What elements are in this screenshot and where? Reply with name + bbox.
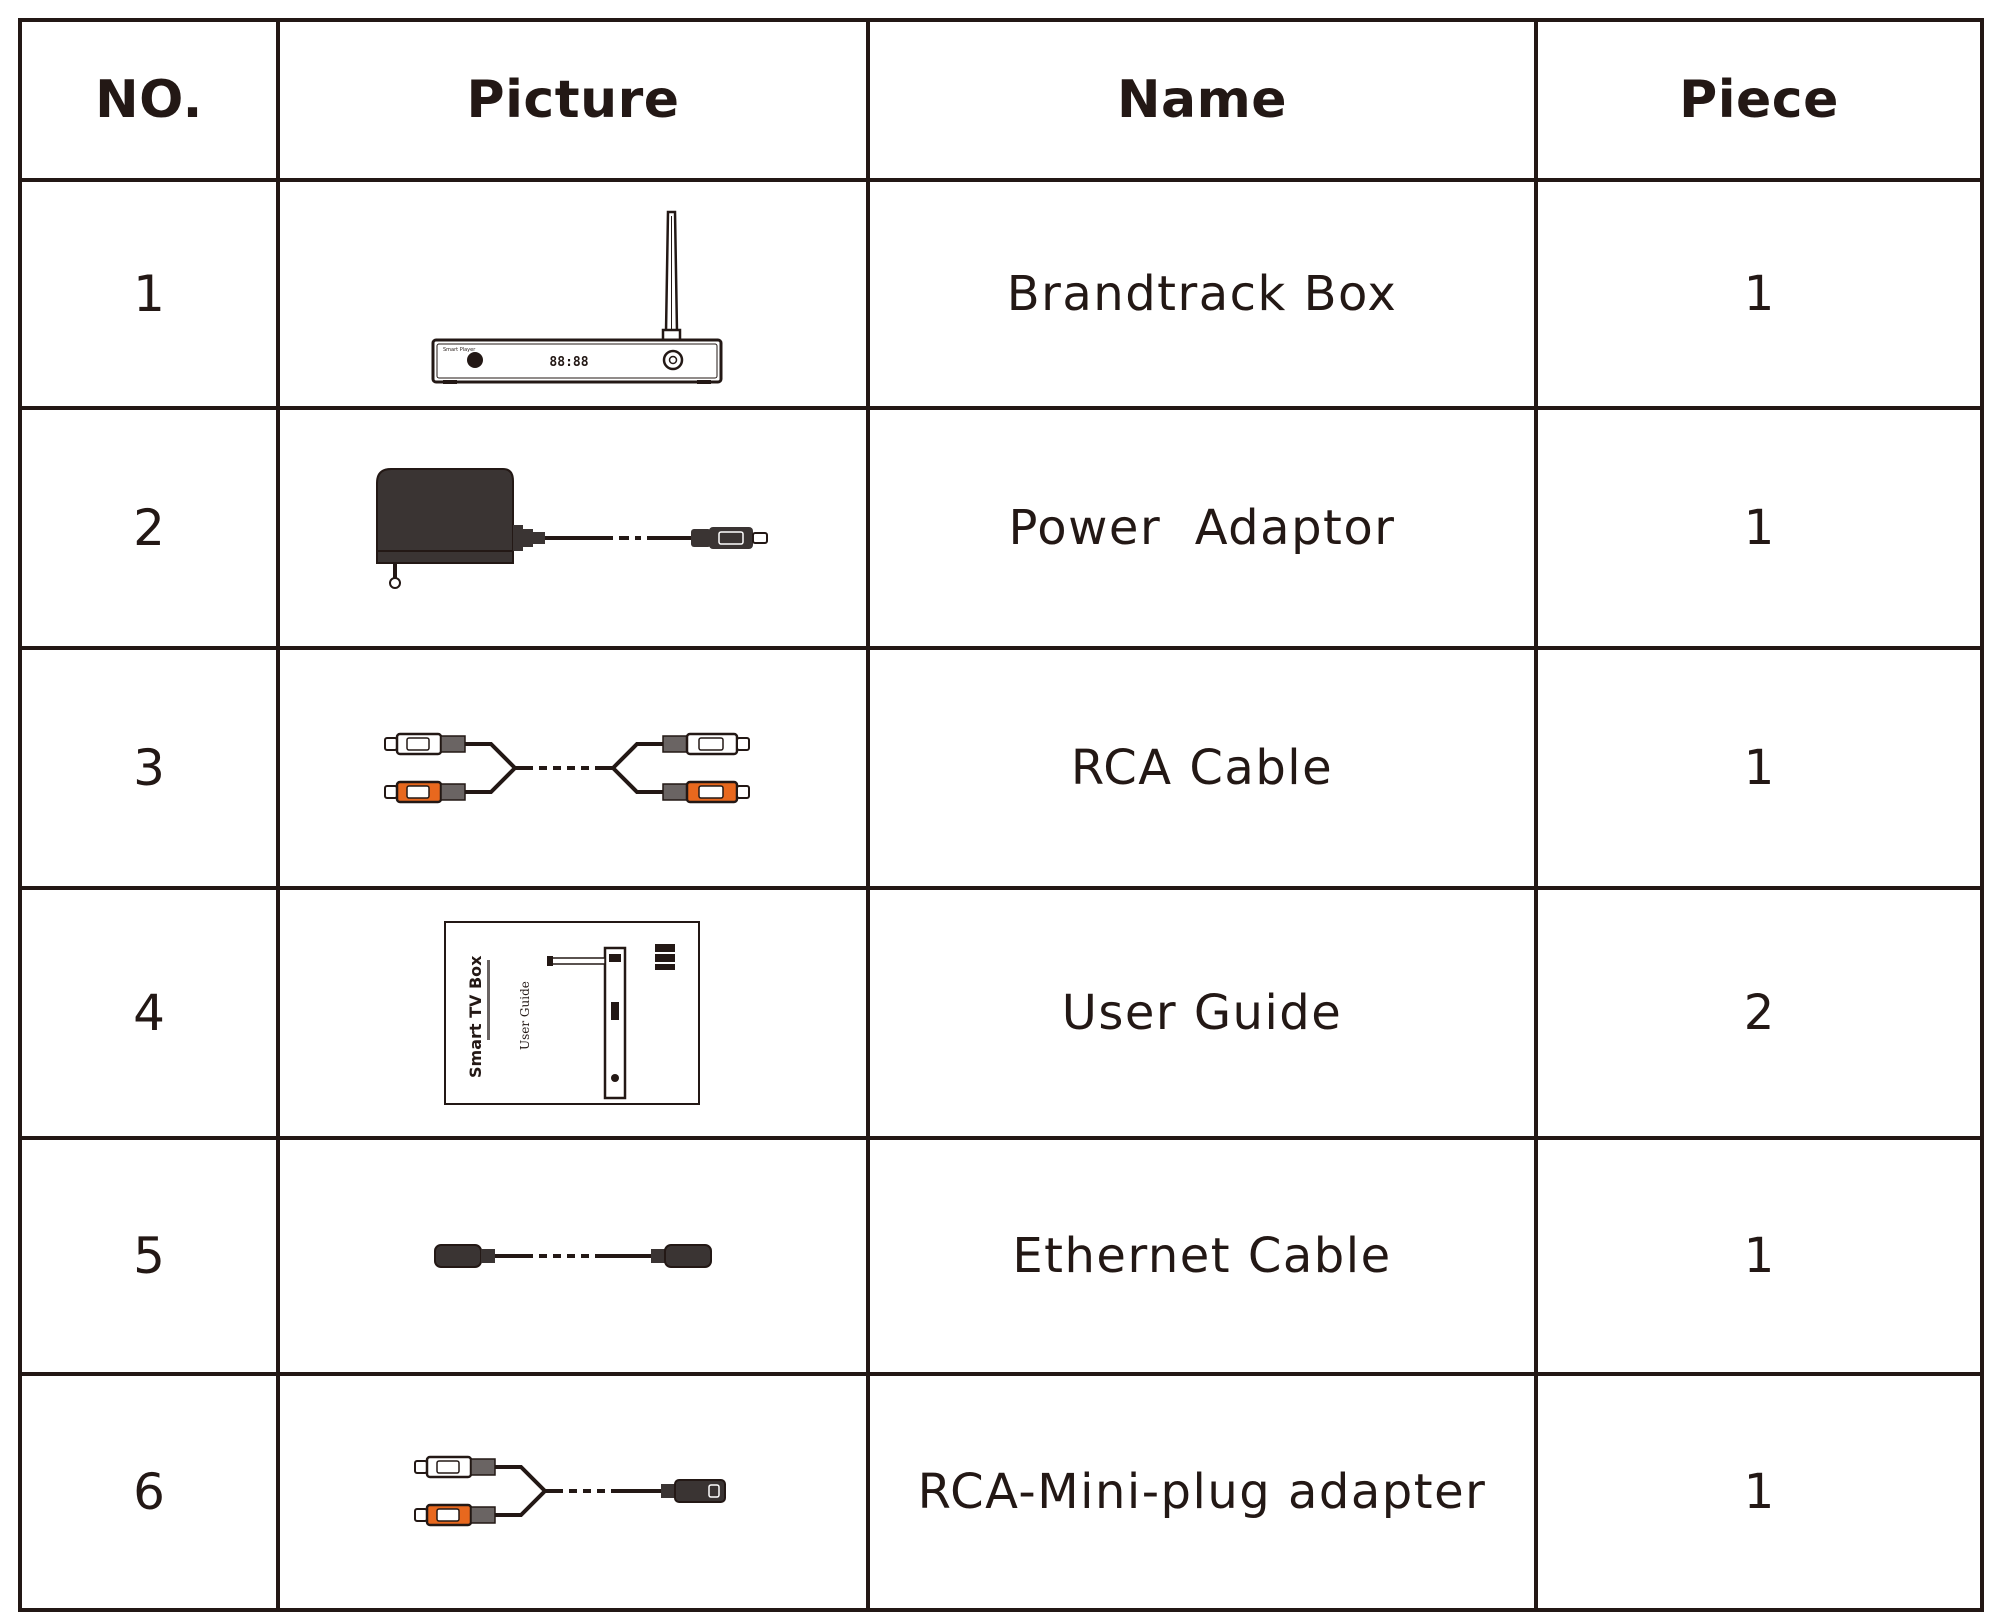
item-piece: 1 — [1534, 178, 1984, 410]
user-guide-illustration: Smart TV Box User Guide — [444, 921, 700, 1105]
item-name: Brandtrack Box — [866, 178, 1538, 410]
header-name: Name — [866, 18, 1538, 182]
item-piece: 1 — [1534, 406, 1984, 650]
guide-title: Smart TV Box — [466, 955, 485, 1078]
rca-cable-illustration — [384, 732, 750, 804]
header-picture: Picture — [276, 18, 870, 182]
table-row: 3 — [18, 646, 1984, 890]
table-row: 6 — [18, 1372, 1984, 1612]
header-row: NO. Picture Name Piece — [18, 18, 1984, 182]
row-number: 5 — [18, 1136, 280, 1376]
box-display: 88:88 — [549, 355, 588, 370]
header-piece: Piece — [1534, 18, 1984, 182]
table-row: 4 Smart TV Box User Guide — [18, 886, 1984, 1140]
guide-subtitle: User Guide — [518, 981, 532, 1050]
rca-mini-plug-illustration — [414, 1455, 726, 1527]
item-name: Power Adaptor — [866, 406, 1538, 650]
row-number: 4 — [18, 886, 280, 1140]
header-no: NO. — [18, 18, 280, 182]
table-row: 1 Smart Player 88:88 — [18, 178, 1984, 410]
packing-list-table: NO. Picture Name Piece 1 Smart — [18, 18, 1984, 1612]
ethernet-cable-illustration — [434, 1244, 712, 1268]
item-piece: 1 — [1534, 1136, 1984, 1376]
row-number: 1 — [18, 178, 280, 410]
table-row: 5 Ethernet Cable 1 — [18, 1136, 1984, 1376]
power-adaptor-illustration — [376, 468, 768, 589]
item-piece: 2 — [1534, 886, 1984, 1140]
row-number: 3 — [18, 646, 280, 890]
box-label: Smart Player — [443, 347, 476, 353]
tv-box-illustration: Smart Player 88:88 — [431, 210, 723, 384]
item-piece: 1 — [1534, 646, 1984, 890]
item-name: Ethernet Cable — [866, 1136, 1538, 1376]
table-row: 2 — [18, 406, 1984, 650]
row-number: 6 — [18, 1372, 280, 1612]
item-name: RCA Cable — [866, 646, 1538, 890]
item-name: User Guide — [866, 886, 1538, 1140]
item-name: RCA-Mini-plug adapter — [866, 1372, 1538, 1612]
item-piece: 1 — [1534, 1372, 1984, 1612]
row-number: 2 — [18, 406, 280, 650]
